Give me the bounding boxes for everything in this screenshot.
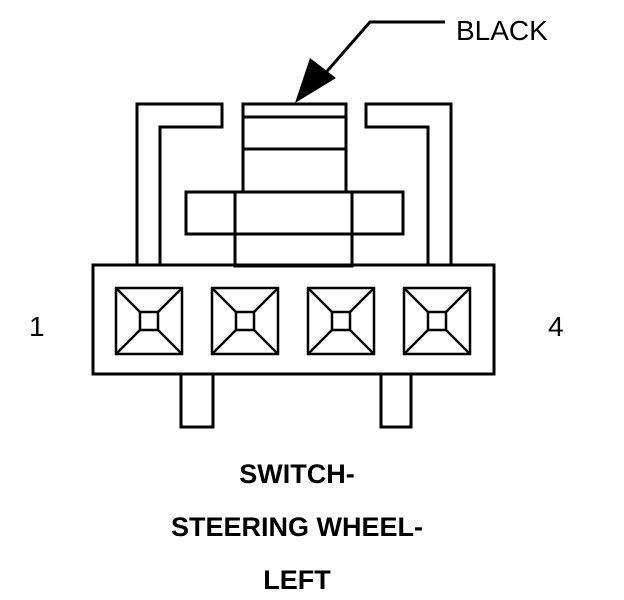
cavity-2 [210, 286, 280, 356]
left-foot [179, 374, 215, 429]
title-line-2: STEERING WHEEL- [171, 512, 423, 542]
color-callout-leader [295, 20, 445, 103]
right-bracket [364, 102, 453, 265]
pin-label-last: 4 [548, 311, 564, 342]
left-bracket [135, 102, 224, 265]
cavity-3 [306, 286, 376, 356]
arrowhead [295, 58, 336, 103]
title-line-1: SWITCH- [239, 459, 354, 489]
latch-tower [184, 102, 405, 268]
connector-body [91, 263, 496, 376]
right-foot [379, 374, 413, 429]
cavity-group [114, 286, 472, 356]
pin-label-first: 1 [29, 311, 45, 342]
cavity-4 [402, 286, 472, 356]
title-line-3: LEFT [263, 565, 331, 595]
cavity-1 [114, 286, 184, 356]
color-label: BLACK [456, 15, 548, 46]
